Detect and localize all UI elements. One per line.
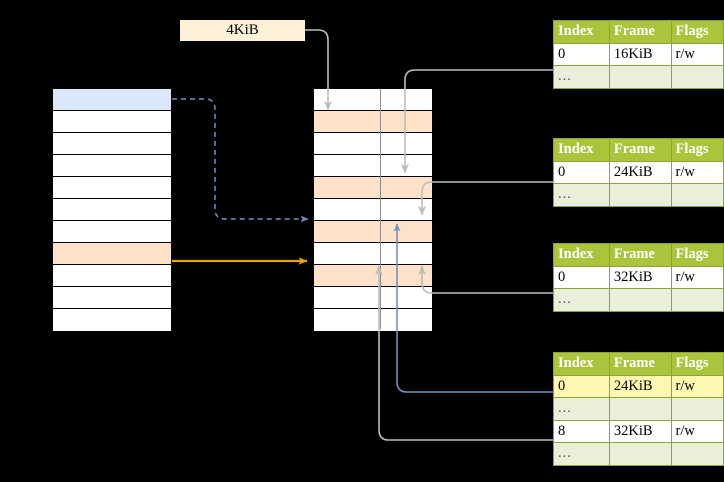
page-table-4-row-3-cell-2 [670,442,724,466]
page-table-4-row-2-cell-2: r/w [670,419,724,444]
middle-memory-column-row-5 [314,199,432,221]
page-table-1-header-frame: Frame [608,20,672,44]
page-table-2-header-flags: Flags [670,138,724,162]
connector-table2-to-middle-row-6 [418,181,553,216]
left-memory-column-row-9 [53,287,171,309]
page-table-1-header-index: Index [553,20,610,44]
page-table-4-header-index: Index [553,352,610,376]
page-table-2-row-1: ... [553,183,724,207]
page-table-4-row-3-cell-1 [608,442,672,466]
middle-memory-column-row-0 [314,89,432,111]
left-memory-column-row-7 [53,243,171,265]
page-table-1-row-0-cell-1: 16KiB [608,42,672,67]
middle-memory-column-row-2 [314,133,432,155]
middle-memory-column-row-7 [314,243,432,265]
page-table-4-row-1-cell-1 [608,397,672,421]
page-table-4-row-0-cell-1: 24KiB [608,374,672,399]
page-table-3-row-0-cell-2: r/w [670,265,724,290]
left-memory-column-row-8 [53,265,171,287]
middle-memory-column [313,88,433,331]
page-table-4-row-0-cell-0: 0 [553,374,610,399]
page-table-4-row-1: ... [553,397,724,421]
left-memory-column-row-6 [53,221,171,243]
middle-memory-column-row-10 [314,309,432,331]
page-table-1-row-1: ... [553,65,724,89]
page-table-2-row-0-cell-1: 24KiB [608,160,672,185]
page-table-1-row-1-cell-1 [608,65,672,89]
middle-memory-column-row-4 [314,177,432,199]
page-table-4-header-frame: Frame [608,352,672,376]
page-table-3-row-1-cell-2 [670,288,724,312]
page-table-2-row-1-cell-1 [608,183,672,207]
page-table-2-row-0-cell-2: r/w [670,160,724,185]
page-table-1-row-0-cell-0: 0 [553,42,610,67]
page-table-4-row-2-cell-0: 8 [553,419,610,444]
page-table-2-row-0-cell-0: 0 [553,160,610,185]
page-table-3-row-1-cell-0: ... [553,288,610,312]
middle-memory-column-row-9 [314,287,432,309]
page-table-1-row-1-cell-2 [670,65,724,89]
page-table-3-row-1-cell-1 [608,288,672,312]
page-table-4-row-3-cell-0: ... [553,442,610,466]
page-table-2-row-1-cell-2 [670,183,724,207]
page-table-3-header-flags: Flags [670,243,724,267]
left-memory-column-row-2 [53,133,171,155]
connector-blue-dashed-left-to-middle [172,98,309,223]
middle-memory-column-row-8 [314,265,432,287]
left-memory-column-row-3 [53,155,171,177]
page-table-4-row-1-cell-0: ... [553,397,610,421]
middle-memory-column-row-1 [314,111,432,133]
page-table-4-row-2-cell-1: 32KiB [608,419,672,444]
left-memory-column-row-0 [53,89,171,111]
page-table-2-header-frame: Frame [608,138,672,162]
page-table-3-header-index: Index [553,243,610,267]
page-table-4-header-flags: Flags [670,352,724,376]
connector-table3-to-middle-row-8 [418,265,553,294]
page-table-2-header-index: Index [553,138,610,162]
middle-column-divider [380,89,381,329]
page-table-2-row-1-cell-0: ... [553,183,610,207]
left-memory-column-row-10 [53,309,171,331]
middle-memory-column-row-3 [314,155,432,177]
left-memory-column-row-1 [53,111,171,133]
left-memory-column [52,88,172,331]
page-table-4-row-0-cell-2: r/w [670,374,724,399]
page-table-3-row-0-cell-1: 32KiB [608,265,672,290]
page-table-3-row-0-cell-0: 0 [553,265,610,290]
left-memory-column-row-5 [53,199,171,221]
page-table-4-row-1-cell-2 [670,397,724,421]
page-table-1-row-0-cell-2: r/w [670,42,724,67]
middle-memory-column-row-6 [314,221,432,243]
page-table-4-row-3: ... [553,442,724,466]
left-memory-column-row-4 [53,177,171,199]
page-table-1-row-1-cell-0: ... [553,65,610,89]
page-table-3-row-1: ... [553,288,724,312]
page-table-1-header-flags: Flags [670,20,724,44]
page-size-chip: 4KiB [180,20,305,41]
page-table-3-header-frame: Frame [608,243,672,267]
